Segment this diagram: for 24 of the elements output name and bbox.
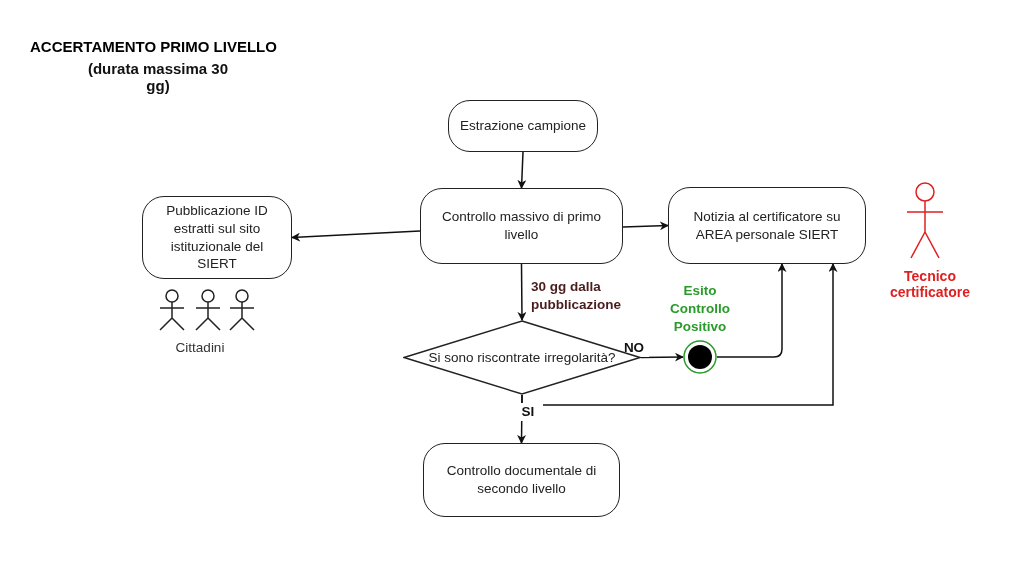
subtitle: (durata massima 30 gg) — [86, 60, 230, 94]
process-box — [448, 100, 598, 152]
group-label: Cittadini — [174, 340, 226, 355]
arrow — [716, 263, 787, 358]
process-box — [142, 196, 292, 279]
node-text: Notizia al certificatore su AREA personale SIERT — [692, 207, 842, 244]
arrow — [622, 221, 669, 231]
node-text: Si sono riscontrate irregolarità? — [428, 348, 616, 367]
node-text: Controllo massivo di primo livello — [440, 208, 603, 244]
node-caption: Esito Controllo Positivo — [669, 282, 731, 337]
arrow — [291, 230, 421, 242]
title: ACCERTAMENTO PRIMO LIVELLO — [30, 38, 277, 55]
arrow — [517, 263, 527, 321]
process-box — [420, 188, 623, 264]
arrow — [640, 352, 684, 362]
actor-label: Tecnico certificatore — [888, 268, 972, 300]
arrow — [517, 151, 527, 189]
arrow — [521, 263, 838, 406]
node-text: Controllo documentale di secondo livello — [445, 462, 598, 498]
node-text: Estrazione campione — [459, 117, 587, 135]
process-box — [423, 443, 620, 517]
end-state — [683, 340, 717, 374]
node-text: Pubblicazione ID estratti sul sito istituzionale del SIERT — [165, 202, 269, 273]
process-box — [668, 187, 866, 264]
